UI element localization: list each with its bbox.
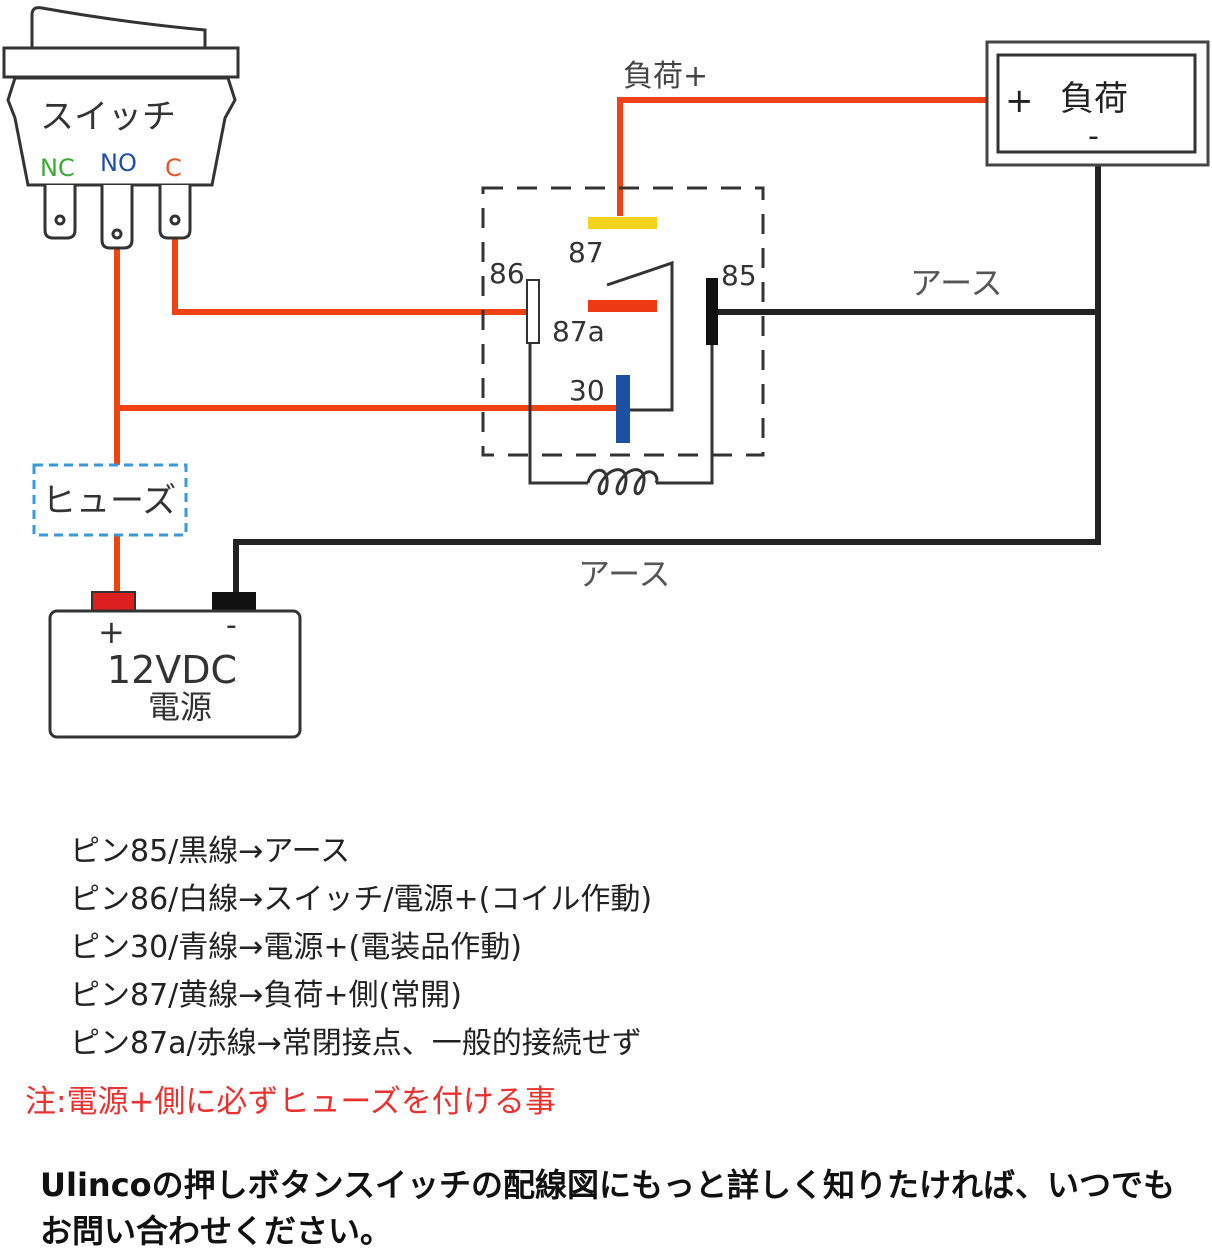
pin30-label: 30 [569, 374, 605, 407]
note-pin85: ピン85/黒線→アース [70, 834, 351, 869]
pin30-terminal [616, 375, 630, 443]
rocker-switch: スイッチ NC NO C [2, 6, 240, 250]
ground-label-top: アース [910, 264, 1002, 302]
note-pin87a: ピン87a/赤線→常閉接点、一般的接続せず [70, 1026, 642, 1061]
battery-voltage: 12VDC [107, 648, 237, 692]
wiring-diagram: スイッチ NC NO C ヒューズ + - 12VDC 電源 + 負荷 - 負荷… [2, 6, 1210, 739]
pin85-label: 85 [721, 259, 757, 292]
battery-positive-terminal [91, 591, 136, 612]
battery: + - 12VDC 電源 [48, 591, 302, 739]
wire-c-to-pin86 [172, 238, 527, 315]
note-pin86: ピン86/白線→スイッチ/電源+(コイル作動) [70, 882, 653, 917]
footer-text: Ulincoの押しボタンスイッチの配線図にもっと詳しく知りたければ、いつでもお問… [40, 1166, 1176, 1250]
battery-negative-terminal [212, 592, 256, 611]
fuse-warning: 注:電源+側に必ずヒューズを付ける事 [25, 1084, 556, 1120]
pin86-label: 86 [489, 257, 525, 290]
battery-plus: + [98, 613, 125, 651]
note-pin30: ピン30/青線→電源+(電装品作動) [70, 930, 522, 965]
load-wire-label: 負荷+ [623, 59, 708, 94]
switch-nc-label: NC [40, 154, 75, 182]
wire-ground-bottom [233, 165, 1101, 594]
relay-coil [586, 468, 659, 496]
pin85-terminal [706, 278, 718, 345]
load-plus: + [1005, 81, 1034, 121]
relay-switch-arm [606, 260, 674, 412]
load-minus: - [1088, 119, 1099, 154]
switch-no-label: NO [100, 149, 137, 177]
pin87-label: 87 [568, 236, 604, 269]
pin87a-contact [588, 300, 657, 312]
battery-label: 電源 [148, 688, 212, 726]
switch-label: スイッチ [40, 97, 176, 137]
switch-c-label: C [165, 154, 182, 182]
ground-label-bottom: アース [578, 555, 670, 593]
load-box: + 負荷 - [985, 40, 1210, 167]
load-label: 負荷 [1060, 79, 1128, 119]
pin86-terminal [526, 279, 540, 344]
fuse-box [32, 463, 188, 537]
relay: 87 86 87a 30 85 [481, 186, 765, 496]
battery-minus: - [226, 608, 237, 643]
pin87a-label: 87a [552, 315, 605, 348]
wire-pin87-to-load [617, 97, 987, 216]
pin87-contact [588, 217, 657, 229]
note-pin87: ピン87/黄線→負荷+側(常開) [70, 978, 462, 1013]
fuse-label: ヒューズ [42, 481, 176, 521]
pin-notes: ピン85/黒線→アース ピン86/白線→スイッチ/電源+(コイル作動) ピン30… [70, 828, 652, 1068]
